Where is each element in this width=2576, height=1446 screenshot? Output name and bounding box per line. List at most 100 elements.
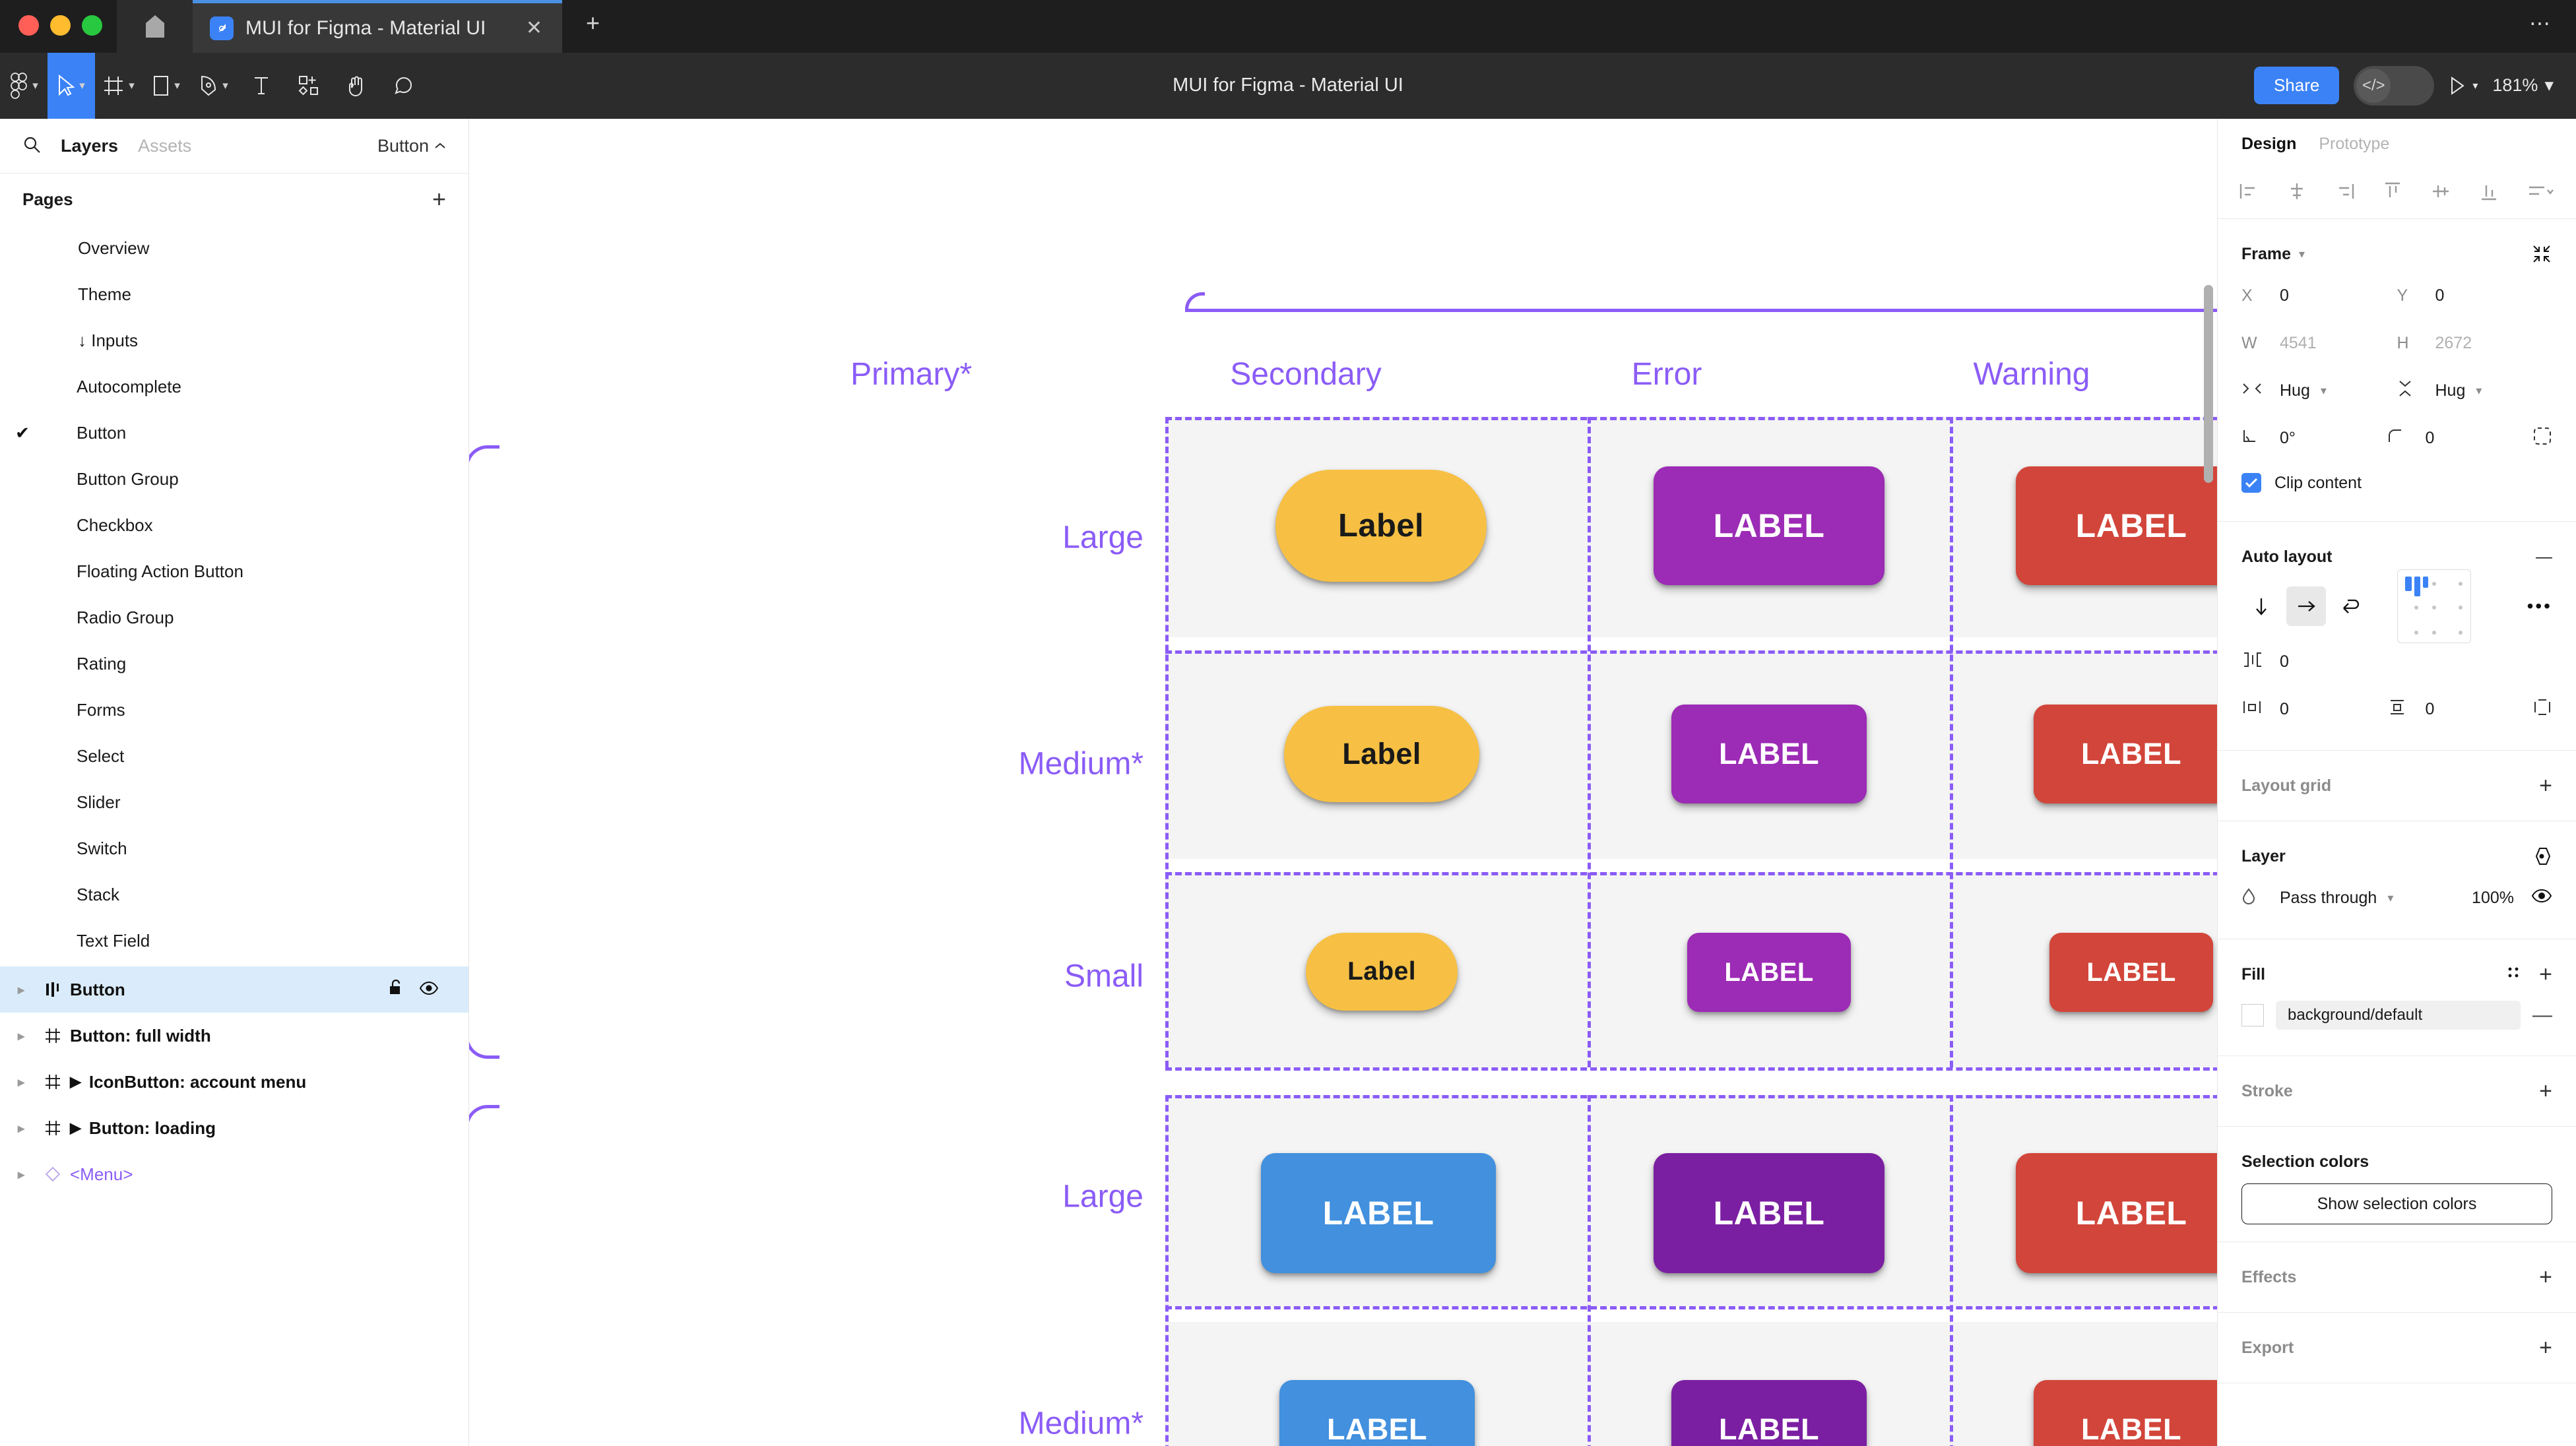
page-item-floating-action-button[interactable]: Floating Action Button	[0, 548, 468, 594]
remove-auto-layout-button[interactable]: —	[2536, 547, 2552, 566]
browser-tab[interactable]: MUI for Figma - Material UI ✕	[193, 0, 562, 53]
blend-mode-dropdown[interactable]: Pass through ▾	[2241, 887, 2472, 909]
add-effect-button[interactable]: +	[2539, 1264, 2552, 1290]
height-field[interactable]: H 2672	[2397, 334, 2553, 353]
button-contained-secondary-large[interactable]: LABEL	[1654, 1153, 1884, 1273]
pen-tool-button[interactable]: ▾	[190, 53, 238, 119]
clip-content-row[interactable]: Clip content	[2241, 462, 2552, 504]
opacity-value[interactable]: 100%	[2472, 888, 2514, 907]
page-item-theme[interactable]: Theme	[0, 271, 468, 317]
fill-token-name[interactable]: background/default	[2276, 1001, 2521, 1030]
frame-tool-button[interactable]: ▾	[95, 53, 143, 119]
corner-radius-field[interactable]: 0	[2387, 428, 2533, 449]
button-error-large[interactable]: LABEL	[2016, 466, 2217, 585]
independent-corners-icon[interactable]	[2532, 426, 2552, 451]
comment-tool-button[interactable]	[380, 53, 428, 119]
vertical-padding-field[interactable]: 0	[2387, 698, 2533, 721]
page-item-forms[interactable]: Forms	[0, 687, 468, 733]
button-contained-secondary-medium[interactable]: LABEL	[1671, 1380, 1867, 1446]
direction-horizontal-icon[interactable]	[2286, 586, 2326, 626]
share-button[interactable]: Share	[2253, 67, 2340, 104]
distribute-menu-icon[interactable]	[2526, 180, 2556, 207]
layer-row-menu-instance[interactable]: ▸ <Menu>	[0, 1151, 468, 1197]
tab-assets[interactable]: Assets	[138, 135, 192, 156]
layer-settings-icon[interactable]	[2531, 846, 2552, 866]
page-item-inputs[interactable]: ↓ Inputs	[0, 317, 468, 363]
x-field[interactable]: X 0	[2241, 286, 2397, 305]
close-tab-icon[interactable]: ✕	[525, 17, 542, 39]
page-item-button[interactable]: ✔ Button	[0, 410, 468, 456]
fill-styles-icon[interactable]	[2505, 964, 2522, 986]
align-top-icon[interactable]	[2381, 180, 2404, 207]
fill-color-swatch[interactable]	[2241, 1004, 2264, 1026]
search-icon[interactable]	[22, 135, 41, 157]
layer-row-button[interactable]: ▸ Button	[0, 966, 468, 1013]
layer-row-button-full-width[interactable]: ▸ Button: full width	[0, 1013, 468, 1059]
zoom-level-dropdown[interactable]: 181% ▾	[2492, 75, 2554, 96]
home-button[interactable]	[117, 0, 193, 53]
page-item-switch[interactable]: Switch	[0, 825, 468, 871]
button-secondary-large[interactable]: LABEL	[1654, 466, 1884, 585]
canvas-vertical-scrollbar[interactable]	[2204, 285, 2213, 483]
dev-mode-toggle[interactable]: </>	[2354, 65, 2435, 106]
individual-padding-icon[interactable]	[2532, 698, 2552, 721]
layer-row-iconbutton-account-menu[interactable]: ▸ ▶ IconButton: account menu	[0, 1059, 468, 1105]
layer-row-button-loading[interactable]: ▸ ▶ Button: loading	[0, 1105, 468, 1151]
vertical-resizing-dropdown[interactable]: Hug ▾	[2397, 379, 2553, 402]
browser-overflow-menu-icon[interactable]: ⋯	[2529, 11, 2552, 35]
present-button[interactable]: ▾	[2449, 76, 2478, 96]
tab-design[interactable]: Design	[2241, 134, 2297, 153]
layer-visibility-icon[interactable]	[2531, 888, 2552, 908]
component-selector[interactable]: Button	[377, 136, 446, 156]
remove-fill-button[interactable]: —	[2532, 1004, 2552, 1026]
gap-field[interactable]: 0	[2241, 651, 2552, 673]
button-primary-large[interactable]: Label	[1275, 470, 1487, 582]
add-fill-button[interactable]: +	[2539, 961, 2552, 987]
expand-caret-icon[interactable]: ▸	[17, 1075, 25, 1090]
button-contained-primary-medium[interactable]: LABEL	[1279, 1380, 1475, 1446]
page-item-overview[interactable]: Overview	[0, 225, 468, 271]
figma-menu-button[interactable]: ▾	[0, 53, 48, 119]
align-right-icon[interactable]	[2334, 180, 2356, 207]
y-field[interactable]: Y 0	[2397, 286, 2553, 305]
button-contained-error-medium[interactable]: LABEL	[2034, 1380, 2217, 1446]
text-tool-button[interactable]	[238, 53, 285, 119]
close-window-button[interactable]	[18, 15, 39, 36]
page-item-rating[interactable]: Rating	[0, 641, 468, 687]
shape-tool-button[interactable]: ▾	[143, 53, 190, 119]
page-item-checkbox[interactable]: Checkbox	[0, 502, 468, 548]
hand-tool-button[interactable]	[333, 53, 380, 119]
expand-caret-icon[interactable]: ▸	[17, 1121, 25, 1136]
align-vertical-center-icon[interactable]	[2430, 180, 2452, 207]
move-tool-button[interactable]: ▾	[48, 52, 95, 119]
tab-prototype[interactable]: Prototype	[2319, 134, 2390, 153]
align-bottom-icon[interactable]	[2478, 180, 2500, 207]
page-item-select[interactable]: Select	[0, 733, 468, 779]
resources-tool-button[interactable]	[285, 53, 333, 119]
add-stroke-button[interactable]: +	[2539, 1078, 2552, 1104]
page-item-autocomplete[interactable]: Autocomplete	[0, 363, 468, 410]
tab-layers[interactable]: Layers	[61, 135, 119, 156]
expand-caret-icon[interactable]: ▸	[17, 1028, 25, 1044]
button-primary-small[interactable]: Label	[1306, 933, 1458, 1011]
page-item-text-field[interactable]: Text Field	[0, 918, 468, 964]
chevron-down-icon[interactable]: ▾	[2299, 247, 2305, 261]
page-item-radio-group[interactable]: Radio Group	[0, 594, 468, 641]
button-error-medium[interactable]: LABEL	[2034, 705, 2217, 803]
button-primary-medium[interactable]: Label	[1284, 706, 1479, 802]
auto-layout-more-options-icon[interactable]: •••	[2527, 596, 2552, 616]
button-error-small[interactable]: LABEL	[2049, 933, 2213, 1012]
page-item-stack[interactable]: Stack	[0, 871, 468, 918]
expand-caret-icon[interactable]: ▸	[17, 982, 25, 997]
clip-content-checkbox[interactable]	[2241, 473, 2261, 493]
button-secondary-small[interactable]: LABEL	[1687, 933, 1851, 1012]
new-tab-button[interactable]: +	[586, 9, 600, 36]
width-field[interactable]: W 4541	[2241, 334, 2397, 353]
horizontal-padding-field[interactable]: 0	[2241, 699, 2387, 720]
minimize-window-button[interactable]	[50, 15, 71, 36]
expand-caret-icon[interactable]: ▸	[17, 1167, 25, 1182]
lock-icon[interactable]	[388, 979, 404, 1001]
button-contained-primary-large[interactable]: LABEL	[1261, 1153, 1496, 1273]
align-horizontal-center-icon[interactable]	[2286, 180, 2308, 207]
button-contained-error-large[interactable]: LABEL	[2016, 1153, 2217, 1273]
